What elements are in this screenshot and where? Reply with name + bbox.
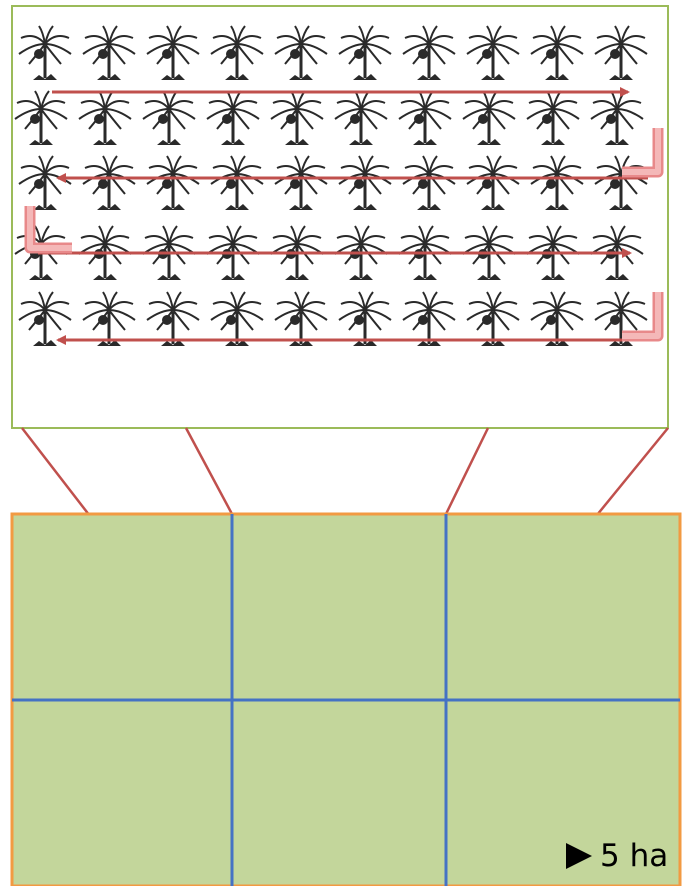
zoom-line-3	[444, 427, 490, 515]
u-turn-arrow-fill	[622, 128, 661, 175]
plantation-zoom-box	[11, 5, 669, 429]
scale-legend: 5 ha	[566, 838, 668, 874]
scale-label: 5 ha	[600, 837, 669, 874]
zoom-line-2	[184, 427, 234, 515]
field-plot-grid	[10, 512, 682, 886]
u-turn-arrow-fill	[622, 292, 661, 339]
u-turn-arrow-fill	[27, 206, 72, 251]
triangle-right-icon	[566, 843, 592, 869]
